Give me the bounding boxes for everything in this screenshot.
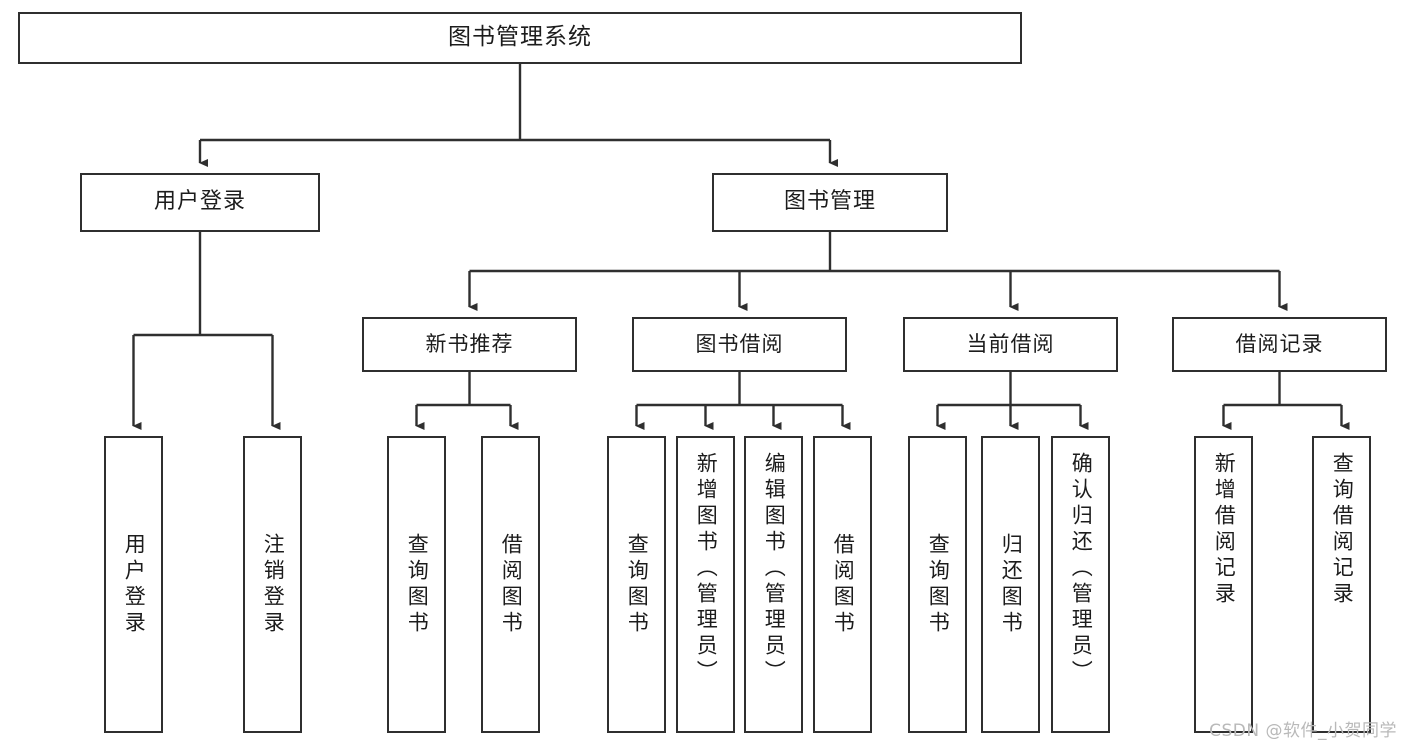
node-leaf-nb-borrow[interactable]: 借阅图书 bbox=[481, 436, 540, 733]
node-label-leaf-cu-query: 查询图书 bbox=[926, 532, 951, 637]
node-label-bookmgmt: 图书管理 bbox=[783, 189, 876, 215]
node-leaf-bo-borrow[interactable]: 借阅图书 bbox=[813, 436, 872, 733]
node-leaf-nb-query[interactable]: 查询图书 bbox=[387, 436, 446, 733]
node-label-newbook: 新书推荐 bbox=[425, 331, 514, 356]
node-leaf-re-add[interactable]: 新增借阅记录 bbox=[1194, 436, 1253, 733]
node-leaf-logout[interactable]: 注销登录 bbox=[243, 436, 302, 733]
node-label-leaf-bo-query: 查询图书 bbox=[625, 532, 650, 637]
node-leaf-login[interactable]: 用户登录 bbox=[104, 436, 163, 733]
node-label-leaf-nb-query: 查询图书 bbox=[405, 532, 430, 637]
node-root[interactable]: 图书管理系统 bbox=[18, 12, 1022, 64]
node-label-login: 用户登录 bbox=[153, 189, 246, 215]
node-label-leaf-cu-return: 归还图书 bbox=[999, 532, 1024, 637]
node-login[interactable]: 用户登录 bbox=[80, 173, 320, 232]
node-bookmgmt[interactable]: 图书管理 bbox=[712, 173, 948, 232]
node-label-leaf-bo-add: 新增图书（管理员） bbox=[694, 452, 719, 686]
node-label-borrow: 图书借阅 bbox=[695, 331, 784, 356]
node-records[interactable]: 借阅记录 bbox=[1172, 317, 1387, 372]
node-label-leaf-cu-confirm: 确认归还（管理员） bbox=[1069, 452, 1094, 686]
node-leaf-bo-edit[interactable]: 编辑图书（管理员） bbox=[744, 436, 803, 733]
node-leaf-bo-query[interactable]: 查询图书 bbox=[607, 436, 666, 733]
node-label-records: 借阅记录 bbox=[1235, 331, 1324, 356]
node-leaf-cu-query[interactable]: 查询图书 bbox=[908, 436, 967, 733]
node-borrow[interactable]: 图书借阅 bbox=[632, 317, 847, 372]
node-leaf-cu-confirm[interactable]: 确认归还（管理员） bbox=[1051, 436, 1110, 733]
node-label-leaf-re-add: 新增借阅记录 bbox=[1212, 452, 1237, 608]
node-label-leaf-re-query: 查询借阅记录 bbox=[1330, 452, 1355, 608]
connector-lines bbox=[132, 64, 1350, 431]
node-label-leaf-bo-borrow: 借阅图书 bbox=[831, 532, 856, 637]
node-leaf-re-query[interactable]: 查询借阅记录 bbox=[1312, 436, 1371, 733]
node-newbook[interactable]: 新书推荐 bbox=[362, 317, 577, 372]
node-label-leaf-logout: 注销登录 bbox=[261, 532, 286, 637]
node-leaf-bo-add[interactable]: 新增图书（管理员） bbox=[676, 436, 735, 733]
node-label-current: 当前借阅 bbox=[966, 331, 1055, 356]
node-current[interactable]: 当前借阅 bbox=[903, 317, 1118, 372]
node-label-leaf-login: 用户登录 bbox=[122, 532, 147, 637]
node-label-leaf-nb-borrow: 借阅图书 bbox=[499, 532, 524, 637]
node-label-leaf-bo-edit: 编辑图书（管理员） bbox=[762, 452, 787, 686]
node-label-root: 图书管理系统 bbox=[448, 24, 592, 51]
node-leaf-cu-return[interactable]: 归还图书 bbox=[981, 436, 1040, 733]
